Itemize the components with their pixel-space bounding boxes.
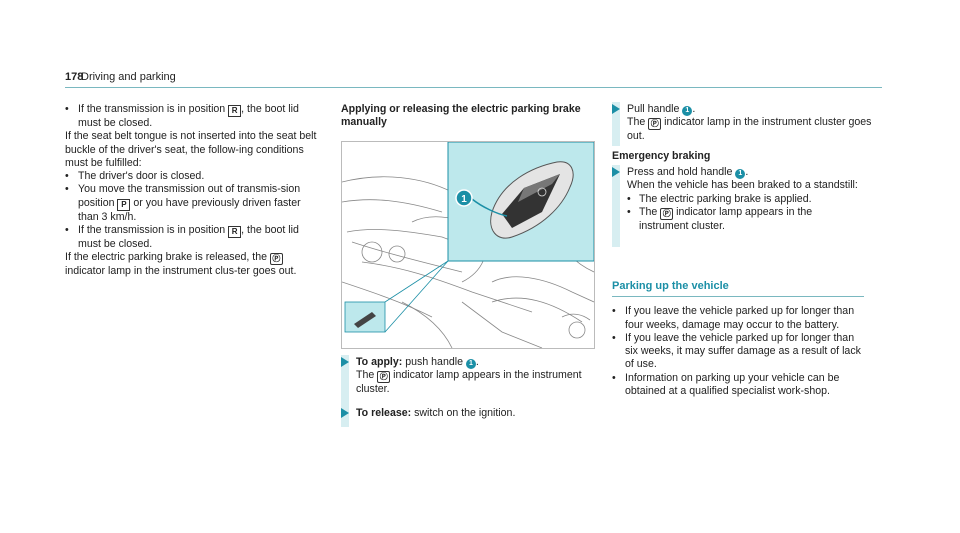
column-right: Pull handle 1. The Ⓟ indicator lamp in t…	[612, 103, 882, 163]
parking-brake-icon: Ⓟ	[660, 207, 674, 220]
heading: Emergency braking	[612, 149, 711, 162]
step-apply: To apply: push handle 1. The Ⓟ indicator…	[341, 356, 593, 397]
list-item: The electric parking brake is applied.	[627, 193, 862, 207]
list-item: If you leave the vehicle parked up for l…	[612, 305, 864, 332]
callout-1-icon: 1	[465, 359, 476, 369]
list-item: If the transmission is in position R, th…	[65, 103, 323, 130]
step-arrow-icon	[612, 167, 620, 177]
step-release: To release: switch on the ignition.	[341, 407, 593, 420]
callout-1-icon: 1	[735, 169, 746, 179]
interior-drawing: 1	[342, 142, 594, 348]
parking-brake-icon: Ⓟ	[648, 118, 662, 131]
step-bar	[341, 355, 349, 427]
step-press-hold: Press and hold handle 1. When the vehicl…	[612, 166, 862, 233]
section-rule	[612, 296, 864, 298]
paragraph: If the seat belt tongue is not inserted …	[65, 130, 317, 169]
list-item: If the transmission is in position R, th…	[65, 224, 323, 251]
paragraph: If the electric parking brake is release…	[65, 251, 297, 278]
parking-brake-icon: Ⓟ	[377, 371, 391, 384]
section-parking-up: Parking up the vehicle If you leave the …	[612, 280, 864, 398]
column-middle: Applying or releasing the electric parki…	[341, 103, 593, 130]
list-item: The Ⓟ indicator lamp appears in the inst…	[627, 206, 862, 233]
list-item: If you leave the vehicle parked up for l…	[612, 332, 864, 372]
r-symbol-icon: R	[228, 105, 242, 117]
list-item: The driver's door is closed.	[65, 170, 323, 184]
step-bar	[612, 102, 620, 146]
heading: Applying or releasing the electric parki…	[341, 103, 581, 129]
step-arrow-icon	[612, 104, 620, 114]
page-header: 178 Driving and parking	[65, 71, 882, 88]
p-symbol-icon: P	[117, 198, 131, 211]
step-pull: Pull handle 1. The Ⓟ indicator lamp in t…	[612, 103, 882, 144]
step-arrow-icon	[341, 407, 349, 418]
section-title: Parking up the vehicle	[612, 280, 729, 292]
parking-brake-icon: Ⓟ	[269, 253, 283, 266]
column-left: If the transmission is in position R, th…	[65, 103, 323, 279]
callout-1-icon: 1	[682, 106, 693, 116]
svg-text:1: 1	[461, 194, 467, 205]
step-arrow-icon	[341, 357, 349, 367]
dashboard-illustration: 1	[341, 141, 595, 349]
header-rule	[65, 87, 882, 88]
page-number: 178	[65, 71, 84, 83]
r-symbol-icon: R	[228, 226, 242, 239]
steps-block: To apply: push handle 1. The Ⓟ indicator…	[341, 356, 593, 420]
step-bar	[612, 165, 620, 247]
steps-block: Press and hold handle 1. When the vehicl…	[612, 166, 862, 233]
list-item: You move the transmission out of transmi…	[65, 183, 323, 224]
list-item: Information on parking up your vehicle c…	[612, 372, 864, 399]
page-section-title: Driving and parking	[81, 71, 176, 83]
